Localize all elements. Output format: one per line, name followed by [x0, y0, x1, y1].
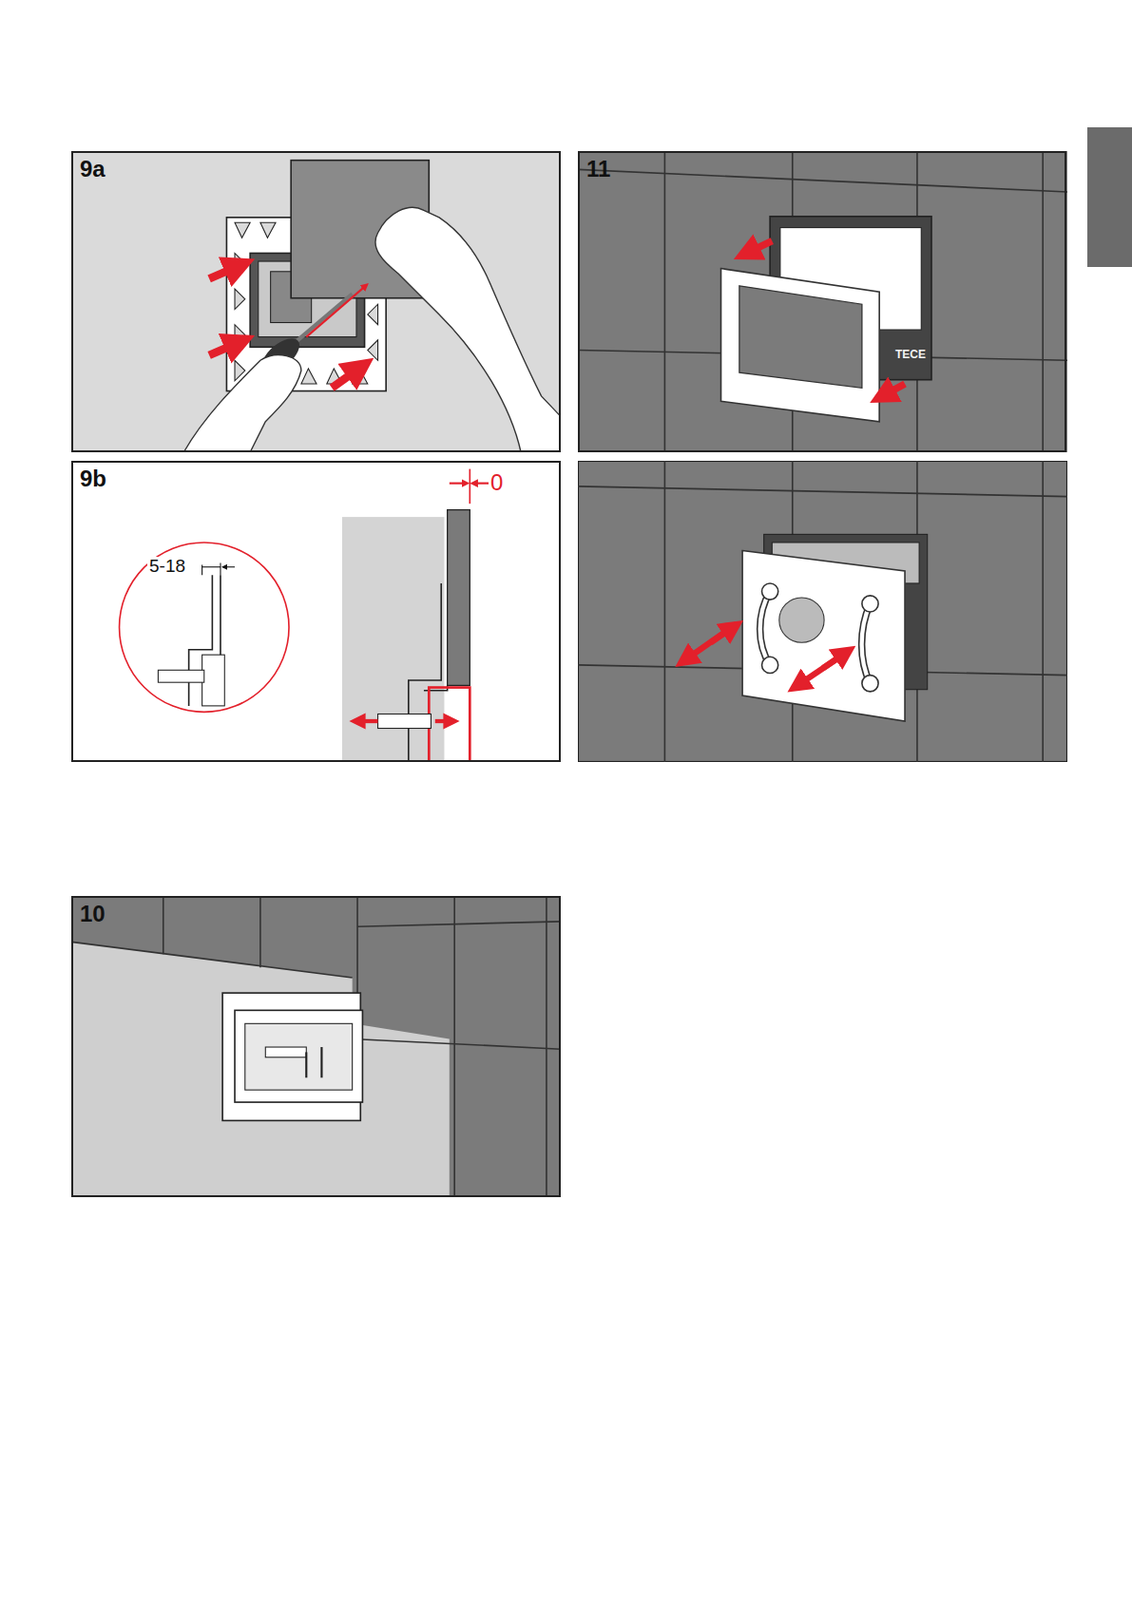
brand-logo: TECE [893, 348, 928, 362]
figure-number: 10 [73, 898, 113, 931]
figure-panel: 10 [71, 896, 561, 1198]
figure-panel: 11 [577, 151, 1067, 453]
illustration-flush-plate [577, 460, 1068, 763]
illustration-9a [71, 151, 561, 453]
figure-panel: 9b [71, 460, 561, 763]
illustration-9b [71, 460, 561, 763]
illustration-11 [577, 151, 1068, 453]
side-tab [1087, 127, 1132, 268]
figure-number: 9a [73, 153, 113, 186]
dimension-label: 0 [488, 470, 505, 496]
illustration-10 [71, 896, 561, 1198]
figure-panel: 9a [71, 151, 561, 453]
figure-number: 9b [73, 462, 114, 496]
figure-number: 11 [579, 153, 617, 186]
dimension-label: 5-18 [147, 556, 188, 577]
